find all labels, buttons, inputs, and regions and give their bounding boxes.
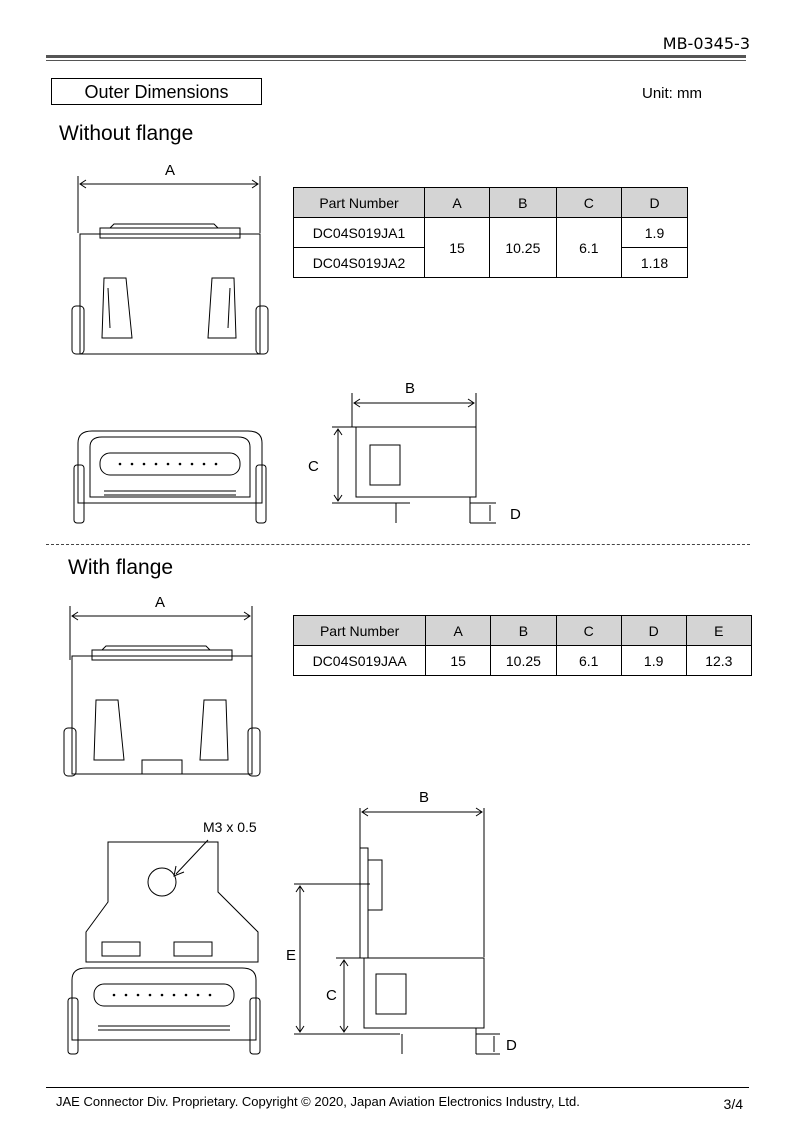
dimension-label-d: D xyxy=(506,1037,517,1054)
value-d-cell: 1.9 xyxy=(620,645,687,676)
dimension-label-e: E xyxy=(286,947,296,964)
dimension-label-b: B xyxy=(405,380,415,397)
table-row: DC04S019JA2 1.18 xyxy=(293,247,688,278)
footer-rule xyxy=(46,1087,749,1088)
without-flange-table: Part Number A B C D DC04S019JA1 15 10.25… xyxy=(293,187,688,278)
section-divider xyxy=(46,544,750,545)
with-flange-heading: With flange xyxy=(68,556,174,579)
dimension-label-c: C xyxy=(326,987,337,1004)
value-a-cell: 15 xyxy=(425,645,492,676)
header-rule-thin xyxy=(46,60,746,61)
header-rule-thick xyxy=(46,55,746,58)
table-row: DC04S019JAA 15 10.25 6.1 1.9 12.3 xyxy=(292,645,753,676)
col-header-b: B xyxy=(489,187,557,218)
without-flange-side-view-drawing: B C D xyxy=(308,380,521,524)
col-header-b: B xyxy=(490,615,557,646)
col-header-c: C xyxy=(555,187,623,218)
with-flange-table: Part Number A B C D E DC04S019JAA 15 10.… xyxy=(292,615,753,676)
without-flange-front-view-drawing xyxy=(73,430,267,524)
col-header-a: A xyxy=(423,187,491,218)
without-flange-heading: Without flange xyxy=(59,122,194,145)
value-d-cell: 1.9 xyxy=(621,217,688,248)
dimension-label-d: D xyxy=(510,506,521,523)
with-flange-front-view-drawing: M3 x 0.5 xyxy=(67,819,261,1055)
col-header-e: E xyxy=(685,615,753,646)
value-e-cell: 12.3 xyxy=(685,645,753,676)
table-header-row: Part Number A B C D xyxy=(293,187,688,218)
part-number-cell: DC04S019JA1 xyxy=(293,217,425,248)
value-b-cell: 10.25 xyxy=(490,645,557,676)
value-d-cell: 1.18 xyxy=(621,247,688,278)
unit-label: Unit: mm xyxy=(642,85,702,102)
table-header-row: Part Number A B C D E xyxy=(292,615,753,646)
col-header-part-number: Part Number xyxy=(293,187,425,218)
col-header-a: A xyxy=(425,615,492,646)
copyright-notice: JAE Connector Div. Proprietary. Copyrigh… xyxy=(56,1094,580,1109)
document-id: MB-0345-3 xyxy=(662,34,750,53)
thread-spec-label: M3 x 0.5 xyxy=(203,819,257,835)
dimension-label-a: A xyxy=(155,594,165,611)
col-header-d: D xyxy=(621,187,688,218)
without-flange-top-view-drawing: A xyxy=(71,162,269,355)
section-title: Outer Dimensions xyxy=(51,78,262,105)
part-number-cell: DC04S019JA2 xyxy=(293,247,425,278)
dimension-label-a: A xyxy=(165,162,175,179)
with-flange-top-view-drawing: A xyxy=(63,594,261,777)
dimension-label-b: B xyxy=(419,789,429,806)
part-number-cell: DC04S019JAA xyxy=(292,645,427,676)
value-a-cell: 15 xyxy=(423,217,491,278)
value-c-cell: 6.1 xyxy=(555,217,623,278)
col-header-d: D xyxy=(620,615,687,646)
with-flange-side-view-drawing: B E C D xyxy=(286,789,517,1055)
dimension-label-c: C xyxy=(308,458,319,475)
value-c-cell: 6.1 xyxy=(555,645,622,676)
value-b-cell: 10.25 xyxy=(489,217,557,278)
page-number: 3/4 xyxy=(723,1096,743,1112)
col-header-c: C xyxy=(555,615,622,646)
table-row: DC04S019JA1 15 10.25 6.1 1.9 xyxy=(293,217,688,278)
col-header-part-number: Part Number xyxy=(292,615,427,646)
